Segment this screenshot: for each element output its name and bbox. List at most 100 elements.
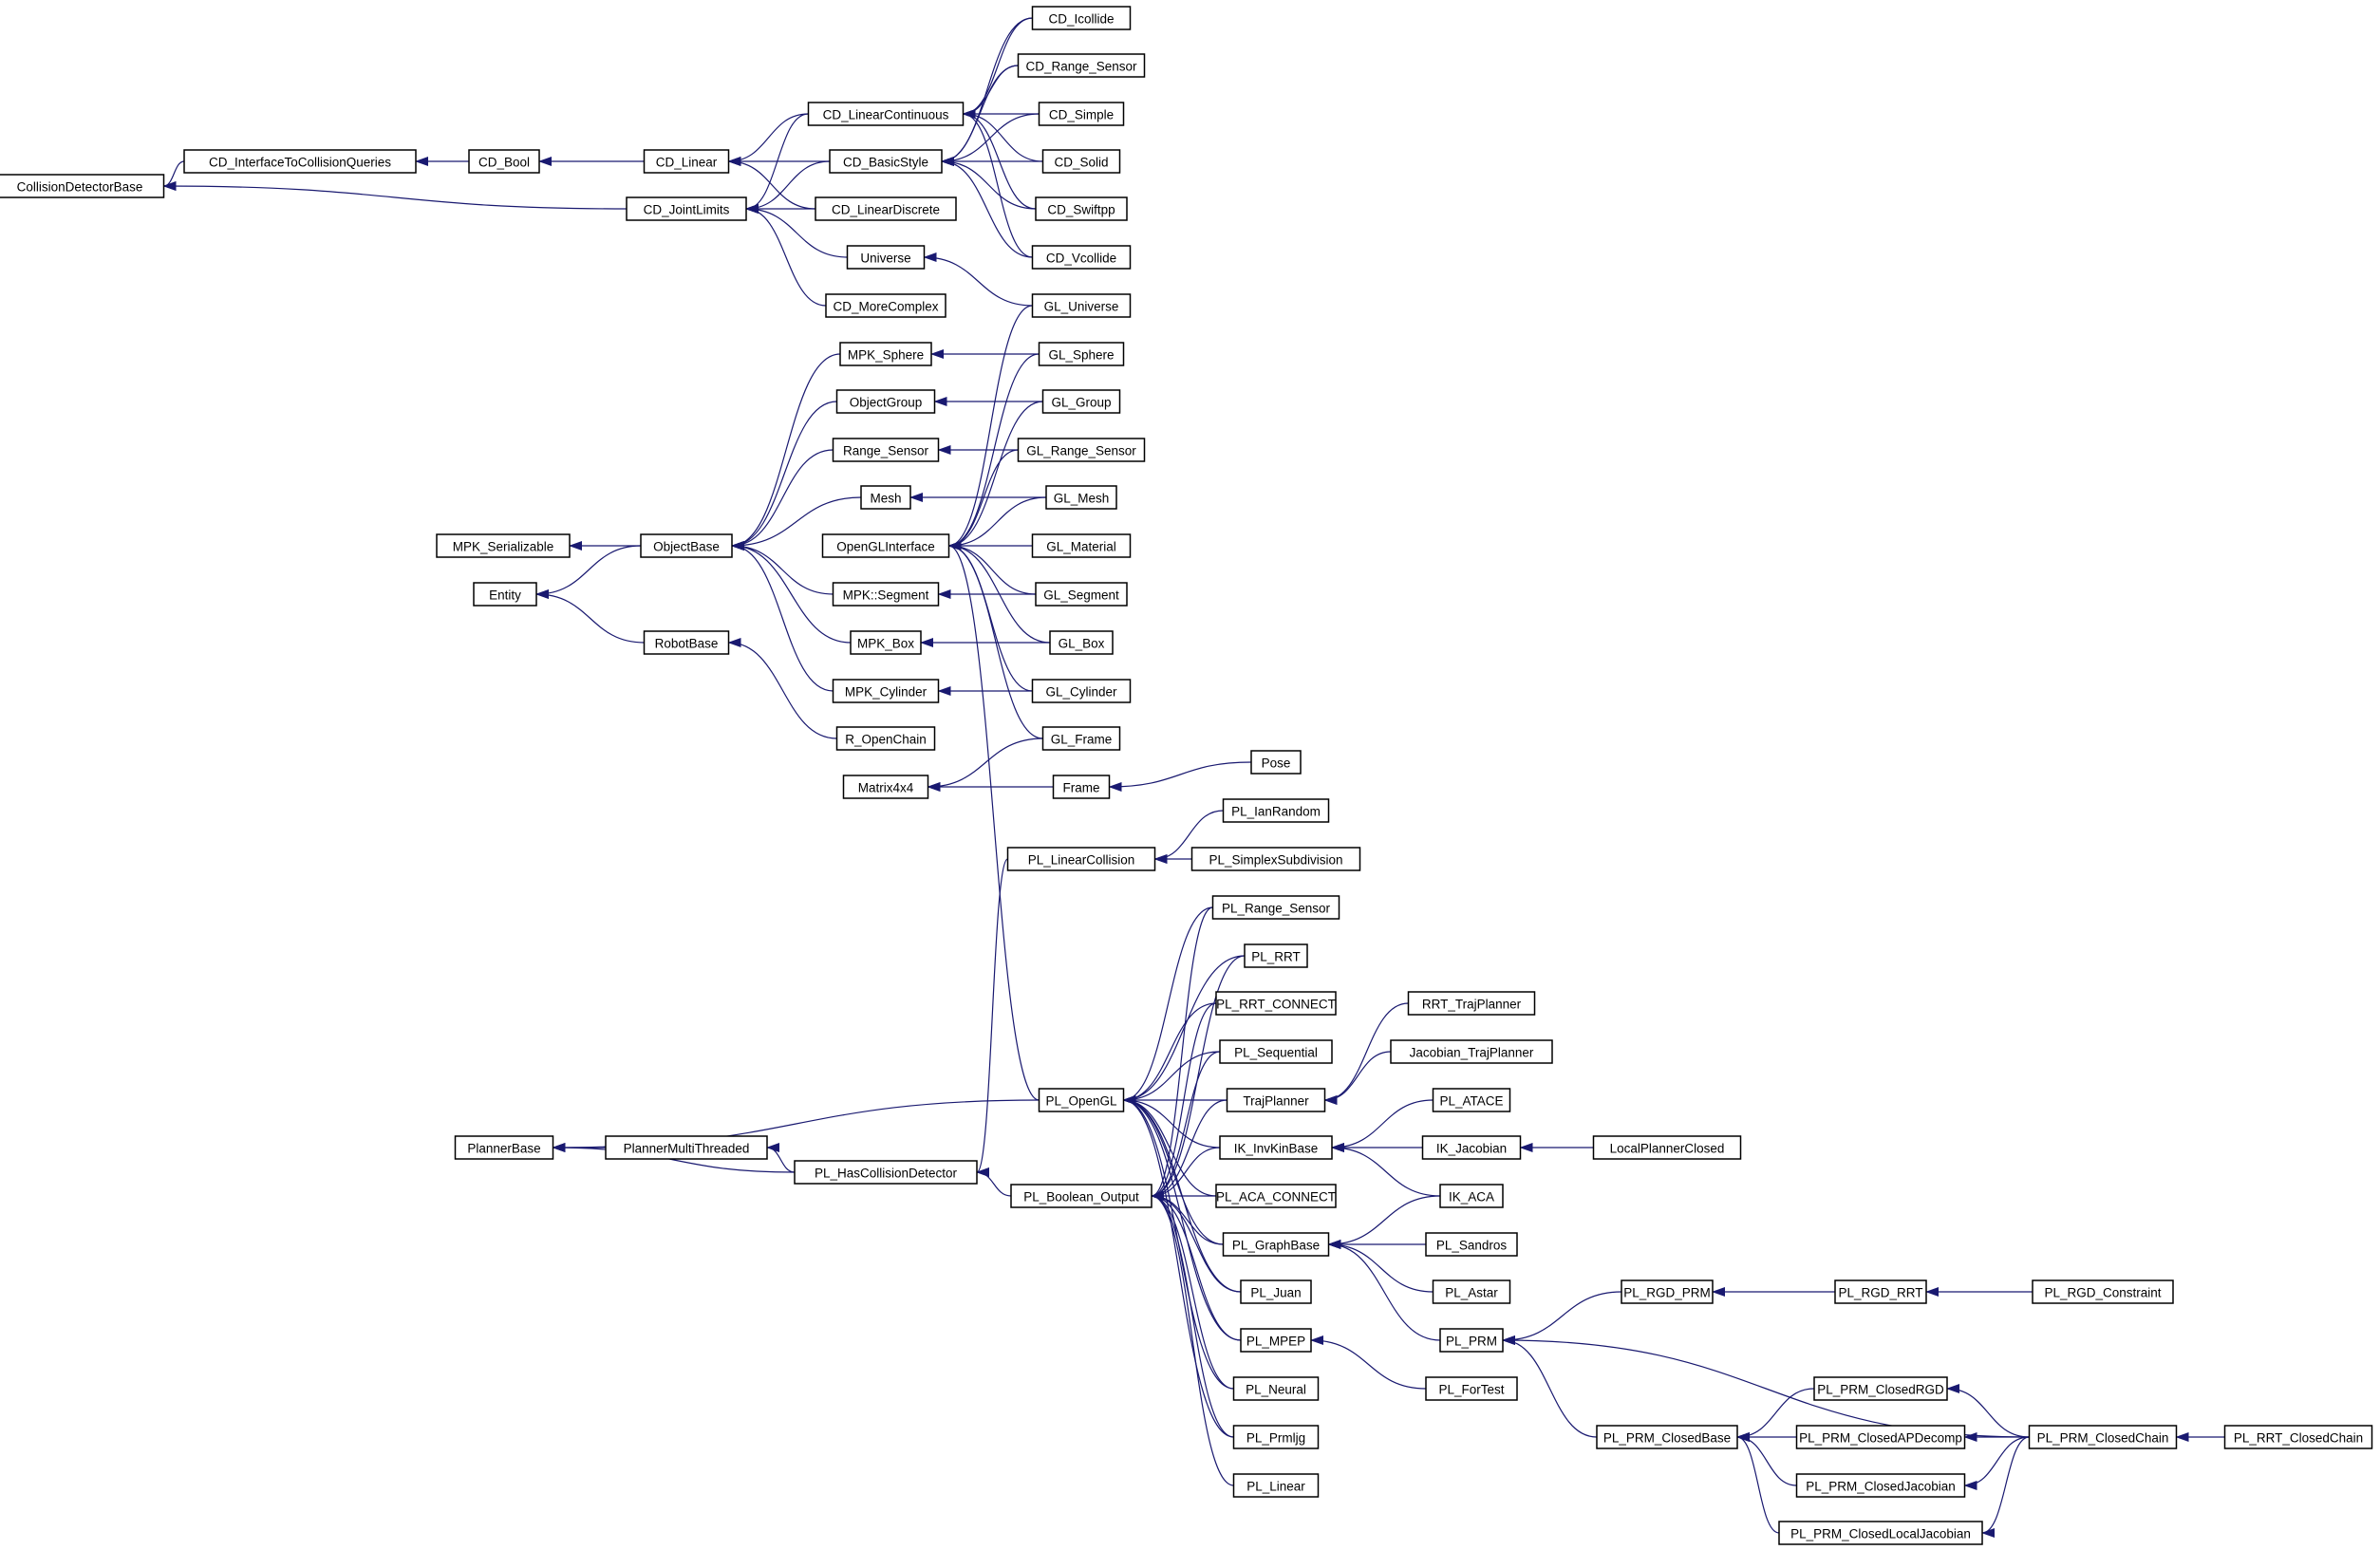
class-node[interactable]: PL_PRM_ClosedChain [2028,1425,2178,1449]
class-node[interactable]: PL_ATACE [1432,1088,1511,1112]
class-node[interactable]: PL_Range_Sensor [1211,895,1340,920]
class-node[interactable]: PL_ForTest [1425,1376,1518,1401]
class-node[interactable]: CD_Solid [1041,149,1121,174]
node-box [1795,1425,1966,1449]
class-node[interactable]: GL_Group [1041,389,1121,414]
class-node[interactable]: Jacobian_TrajPlanner [1390,1039,1553,1064]
class-node[interactable]: MPK_Serializable [436,533,571,558]
node-box [1407,991,1536,1016]
class-node[interactable]: ObjectGroup [835,389,936,414]
class-node[interactable]: GL_Universe [1031,293,1132,318]
class-node[interactable]: PL_RGD_RRT [1834,1279,1927,1304]
class-node[interactable]: CollisionDetectorBase [0,174,165,198]
node-label: PL_Linear [1246,1480,1305,1494]
edges-layer [162,17,2225,1538]
class-node[interactable]: Range_Sensor [832,438,940,462]
inheritance-edge [923,252,1033,307]
node-label: Universe [860,252,910,266]
class-node[interactable]: MPK_Sphere [839,342,932,366]
node-label: GL_Mesh [1054,492,1110,506]
class-node[interactable]: PL_SimplexSubdivision [1190,847,1361,871]
node-box [1038,102,1125,126]
class-node[interactable]: CD_Simple [1038,102,1125,126]
class-node[interactable]: IK_Jacobian [1421,1135,1522,1160]
class-node[interactable]: PL_Boolean_Output [1010,1184,1153,1208]
class-node[interactable]: Mesh [860,485,911,510]
node-box [1232,1473,1320,1498]
class-node[interactable]: Universe [846,245,926,270]
class-node[interactable]: PL_RRT_CONNECT [1215,991,1337,1016]
class-node[interactable]: CD_Icollide [1031,6,1132,30]
class-node[interactable]: PL_HasCollisionDetector [794,1160,978,1185]
class-node[interactable]: GL_Box [1049,630,1114,655]
class-node[interactable]: PL_PRM_ClosedJacobian [1795,1473,1966,1498]
node-label: GL_Group [1051,396,1111,410]
class-node[interactable]: PL_Juan [1240,1279,1312,1304]
node-box [860,485,911,510]
class-node[interactable]: CD_JointLimits [626,196,747,221]
class-node[interactable]: PL_RGD_Constraint [2032,1279,2174,1304]
node-label: PL_RGD_Constraint [2044,1286,2161,1300]
class-node[interactable]: PL_RRT_ClosedChain [2223,1425,2373,1449]
class-node[interactable]: CD_BasicStyle [829,149,943,174]
class-node[interactable]: CD_Swiftpp [1035,196,1128,221]
node-label: PL_PRM_ClosedAPDecomp [1799,1431,1962,1446]
class-node[interactable]: CD_Bool [468,149,540,174]
class-node[interactable]: PL_IanRandom [1222,798,1330,823]
class-node[interactable]: PL_RGD_PRM [1621,1279,1714,1304]
class-node[interactable]: GL_Material [1031,533,1132,558]
class-node[interactable]: Matrix4x4 [842,775,929,799]
class-node[interactable]: MPK::Segment [832,582,940,607]
class-node[interactable]: Pose [1250,750,1302,775]
class-node[interactable]: MPK_Box [850,630,922,655]
class-node[interactable]: IK_InvKinBase [1219,1135,1333,1160]
class-node[interactable]: PL_PRM_ClosedRGD [1813,1376,1948,1401]
class-node[interactable]: TrajPlanner [1226,1088,1326,1112]
class-node[interactable]: RobotBase [643,630,730,655]
class-node[interactable]: PL_GraphBase [1222,1232,1330,1257]
class-node[interactable]: ObjectBase [640,533,733,558]
class-node[interactable]: IK_ACA [1439,1184,1504,1208]
class-node[interactable]: GL_Cylinder [1031,679,1132,703]
class-node[interactable]: PL_PRM_ClosedLocalJacobian [1778,1521,1983,1545]
class-node[interactable]: CD_InterfaceToCollisionQueries [183,149,417,174]
class-node[interactable]: CD_Vcollide [1031,245,1132,270]
class-node[interactable]: CD_MoreComplex [825,293,946,318]
class-node[interactable]: GL_Range_Sensor [1017,438,1146,462]
class-node[interactable]: PL_ACA_CONNECT [1215,1184,1337,1208]
class-node[interactable]: GL_Segment [1035,582,1128,607]
class-node[interactable]: Entity [473,582,537,607]
class-node[interactable]: GL_Frame [1041,726,1121,751]
node-box [832,582,940,607]
class-node[interactable]: GL_Sphere [1038,342,1125,366]
class-node[interactable]: PlannerBase [454,1135,554,1160]
class-node[interactable]: CD_Range_Sensor [1017,53,1146,78]
class-node[interactable]: MPK_Cylinder [832,679,940,703]
class-node[interactable]: PL_MPEP [1240,1328,1312,1353]
class-node[interactable]: PL_Sandros [1425,1232,1518,1257]
class-node[interactable]: PL_Linear [1232,1473,1320,1498]
inheritance-edge [727,157,816,210]
class-node[interactable]: PL_Neural [1232,1376,1320,1401]
class-node[interactable]: PL_OpenGL [1038,1088,1125,1112]
class-node[interactable]: OpenGLInterface [821,533,950,558]
class-node[interactable]: PL_Sequential [1219,1039,1333,1064]
node-box [1045,485,1117,510]
class-node[interactable]: PlannerMultiThreaded [605,1135,768,1160]
class-node[interactable]: R_OpenChain [835,726,936,751]
class-node[interactable]: PL_PRM [1439,1328,1504,1353]
class-node[interactable]: RRT_TrajPlanner [1407,991,1536,1016]
node-label: MPK_Box [857,637,914,651]
class-node[interactable]: PL_LinearCollision [1006,847,1156,871]
class-node[interactable]: CD_Linear [643,149,730,174]
class-node[interactable]: PL_Astar [1432,1279,1511,1304]
class-node[interactable]: Frame [1052,775,1111,799]
class-node[interactable]: CD_LinearContinuous [807,102,965,126]
class-node[interactable]: GL_Mesh [1045,485,1117,510]
class-node[interactable]: CD_LinearDiscrete [815,196,957,221]
class-node[interactable]: LocalPlannerClosed [1592,1135,1742,1160]
class-node[interactable]: PL_PRM_ClosedAPDecomp [1795,1425,1966,1449]
class-node[interactable]: PL_RRT [1244,943,1308,968]
class-node[interactable]: PL_PRM_ClosedBase [1596,1425,1738,1449]
class-node[interactable]: PL_Prmljg [1232,1425,1320,1449]
